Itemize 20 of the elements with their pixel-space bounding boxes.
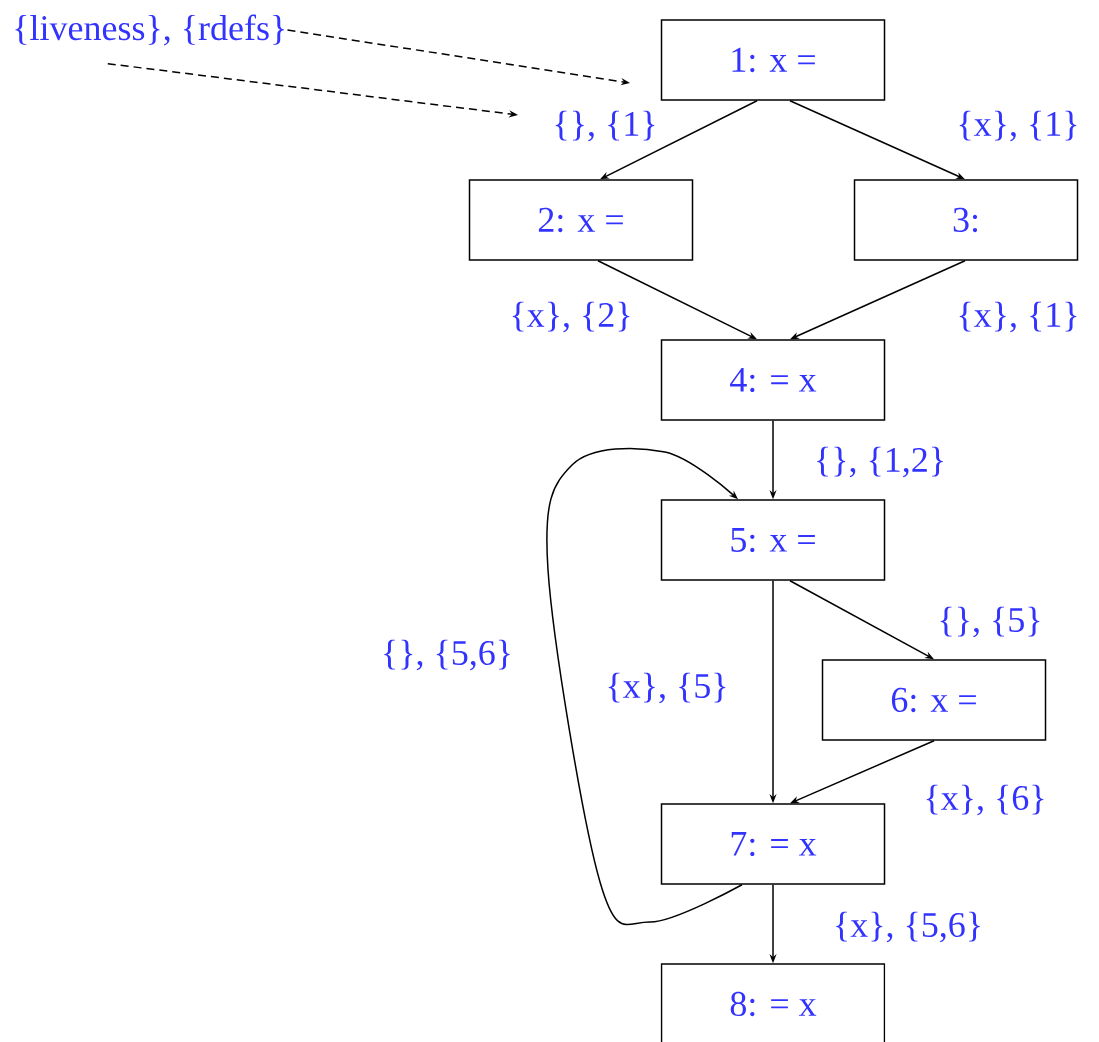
- edge-label: {}, {1}: [551, 109, 659, 143]
- edge-label: {}, {5}: [936, 605, 1044, 639]
- process-box: 3:: [853, 179, 1079, 261]
- edge-label: {x}, {5,6}: [831, 910, 985, 944]
- arrow: [546, 447, 743, 926]
- process-box: 2: x =: [468, 179, 694, 261]
- process-box: 5: x =: [660, 499, 886, 581]
- edge-label: {x}, {5}: [604, 671, 730, 705]
- process-box: 7: = x: [660, 803, 886, 885]
- edge-label: {x}, {2}: [508, 300, 634, 334]
- legend-text: {liveness}, {rdefs}: [15, 14, 284, 46]
- edge-label: {x}, {1}: [955, 300, 1081, 334]
- edge-label: {x}, {6}: [922, 783, 1048, 817]
- process-box: 1: x =: [660, 19, 886, 101]
- edge-label: {}, {1,2}: [812, 445, 948, 479]
- process-box: 8: = x: [660, 963, 886, 1042]
- edge-label: {x}, {1}: [955, 109, 1081, 143]
- edge-label: {}, {5,6}: [379, 638, 515, 672]
- process-box: 6: x =: [821, 659, 1047, 741]
- process-box: 4: = x: [660, 339, 886, 421]
